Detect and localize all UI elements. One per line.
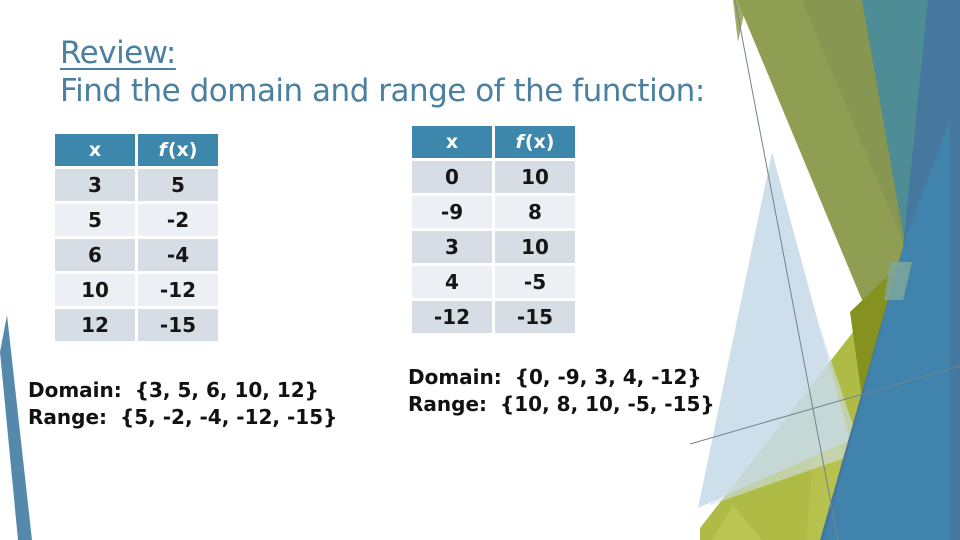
table-cell: 10 (495, 231, 575, 263)
table-cell: -12 (138, 274, 218, 306)
table-cell: -12 (412, 301, 492, 333)
domain-label: Domain: (28, 378, 122, 402)
decor-pale-blue-triangle-2 (710, 247, 862, 505)
table-right-header-x: x (412, 126, 492, 158)
slide-title: Review: Find the domain and range of the… (60, 34, 705, 110)
table-cell: -15 (138, 309, 218, 341)
function-table-right: x f(x) 0 10 -9 8 3 10 4 -5 -12 -15 (412, 126, 575, 333)
title-line-2: Find the domain and range of the functio… (60, 73, 705, 109)
domain-label: Domain: (408, 365, 502, 389)
range-line-left: Range: {5, -2, -4, -12, -15} (28, 404, 337, 431)
domain-line-left: Domain: {3, 5, 6, 10, 12} (28, 377, 337, 404)
table-left-header-x: x (55, 134, 135, 166)
fx-f-italic: f (515, 131, 524, 153)
table-cell: 12 (55, 309, 135, 341)
decor-yellow-accent-bottom (712, 505, 762, 540)
domain-value: {0, -9, 3, 4, -12} (514, 365, 702, 389)
title-review: Review: (60, 35, 176, 71)
table-cell: 10 (55, 274, 135, 306)
table-cell: 8 (495, 196, 575, 228)
table-cell: 10 (495, 161, 575, 193)
table-left-header-fx: f(x) (138, 134, 218, 166)
table-cell: 0 (412, 161, 492, 193)
answers-right: Domain: {0, -9, 3, 4, -12} Range: {10, 8… (408, 364, 715, 418)
title-line-1: Review: (60, 34, 705, 72)
table-cell: 3 (412, 231, 492, 263)
domain-value: {3, 5, 6, 10, 12} (134, 378, 319, 402)
function-table-left: x f(x) 3 5 5 -2 6 -4 10 -12 12 -15 (55, 134, 218, 341)
table-cell: -9 (412, 196, 492, 228)
range-label: Range: (28, 405, 108, 429)
fx-f-italic: f (158, 139, 167, 161)
range-line-right: Range: {10, 8, 10, -5, -15} (408, 391, 715, 418)
range-value: {5, -2, -4, -12, -15} (120, 405, 338, 429)
table-cell: -4 (138, 239, 218, 271)
decor-teal-band (862, 0, 930, 250)
decor-blend-sliver (884, 262, 912, 300)
table-cell: 3 (55, 169, 135, 201)
range-value: {10, 8, 10, -5, -15} (500, 392, 715, 416)
domain-line-right: Domain: {0, -9, 3, 4, -12} (408, 364, 715, 391)
fx-rest: (x) (524, 131, 555, 153)
table-cell: 6 (55, 239, 135, 271)
decor-thin-line-2 (689, 365, 960, 445)
table-cell: 5 (55, 204, 135, 236)
table-cell: -5 (495, 266, 575, 298)
fx-rest: (x) (167, 139, 198, 161)
table-cell: -2 (138, 204, 218, 236)
decor-thin-line-1 (734, 0, 839, 540)
table-right-header-fx: f(x) (495, 126, 575, 158)
decor-left-blue-wedge (0, 315, 32, 540)
table-cell: 5 (138, 169, 218, 201)
table-cell: 4 (412, 266, 492, 298)
table-cell: -15 (495, 301, 575, 333)
answers-left: Domain: {3, 5, 6, 10, 12} Range: {5, -2,… (28, 377, 337, 431)
range-label: Range: (408, 392, 488, 416)
decor-blue-bright-overlay (824, 120, 950, 540)
